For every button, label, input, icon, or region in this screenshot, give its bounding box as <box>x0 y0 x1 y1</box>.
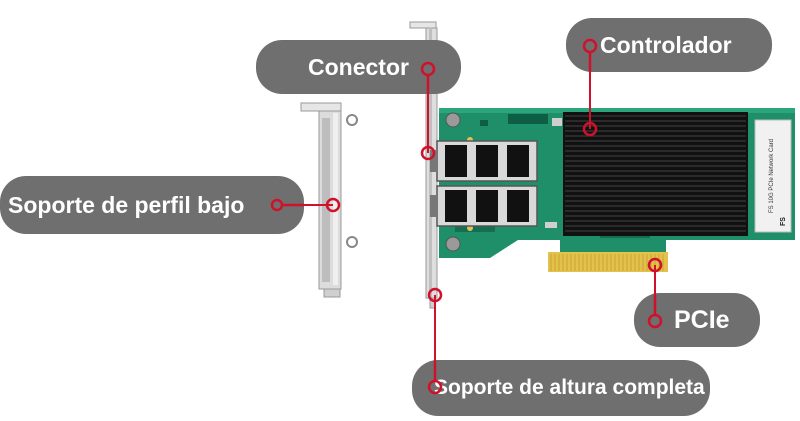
marker-soporte-completo <box>427 287 443 303</box>
sticker-text: FS 10G PCIe Network Card <box>769 139 775 213</box>
label-controlador-text: Controlador <box>600 31 732 58</box>
label-soporte-perfil-bajo: Soporte de perfil bajo <box>0 176 304 234</box>
label-pcie-text: PCIe <box>674 305 730 334</box>
brand-mark: FS <box>780 217 787 226</box>
label-controlador: Controlador <box>566 18 772 72</box>
marker-conector <box>420 145 436 161</box>
heatsink <box>563 112 748 236</box>
product-sticker: FS 10G PCIe Network Card FS <box>754 119 792 233</box>
marker-controlador <box>582 121 598 137</box>
marker-soporte-bajo <box>325 197 341 213</box>
label-conector: Conector <box>256 40 461 94</box>
label-soporte-altura-completa-text: Soporte de altura completa <box>434 376 705 399</box>
label-pcie: PCIe <box>634 293 760 347</box>
label-conector-text: Conector <box>308 53 409 80</box>
pcie-gold-fingers <box>548 252 668 272</box>
sfp-cages <box>430 140 538 227</box>
label-soporte-perfil-bajo-text: Soporte de perfil bajo <box>8 191 245 218</box>
marker-pcie <box>647 257 663 273</box>
label-soporte-altura-completa: Soporte de altura completa <box>412 360 710 416</box>
